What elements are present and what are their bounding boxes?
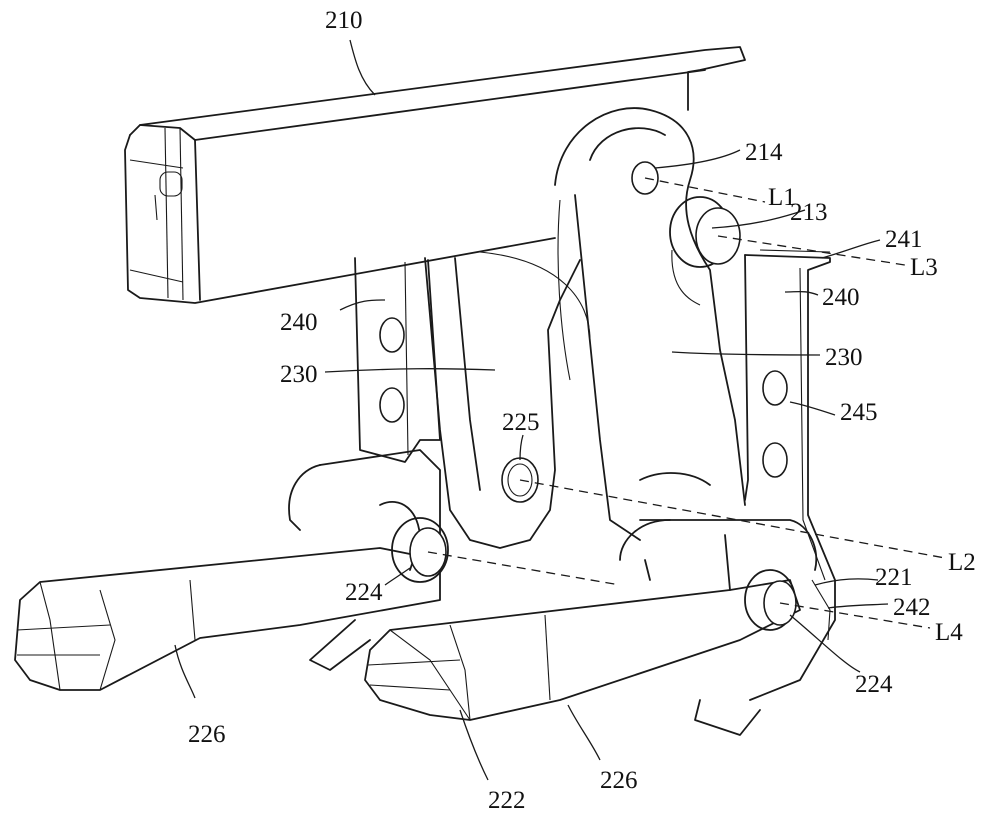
- label-224-right: 224: [855, 671, 893, 698]
- label-L1: L1: [768, 184, 796, 211]
- label-230-left: 230: [280, 361, 318, 388]
- label-210: 210: [325, 7, 363, 34]
- label-225: 225: [502, 409, 540, 436]
- label-230-right: 230: [825, 344, 863, 371]
- label-224-left: 224: [345, 579, 383, 606]
- right-bracket-240: [745, 250, 835, 700]
- label-L2: L2: [948, 549, 976, 576]
- label-240-right: 240: [822, 284, 860, 311]
- label-221: 221: [875, 564, 913, 591]
- label-245: 245: [840, 399, 878, 426]
- label-240-left: 240: [280, 309, 318, 336]
- axis-L2: [520, 480, 945, 558]
- axis-L1: [645, 178, 765, 202]
- axis-L2-lower: [428, 552, 620, 585]
- label-242: 242: [893, 594, 931, 621]
- label-226-right: 226: [600, 767, 638, 794]
- label-L3: L3: [910, 254, 938, 281]
- label-214: 214: [745, 139, 783, 166]
- label-222: 222: [488, 787, 526, 814]
- label-L4: L4: [935, 619, 963, 646]
- label-226-left: 226: [188, 721, 226, 748]
- label-241: 241: [885, 226, 923, 253]
- left-arm-230: [425, 252, 590, 548]
